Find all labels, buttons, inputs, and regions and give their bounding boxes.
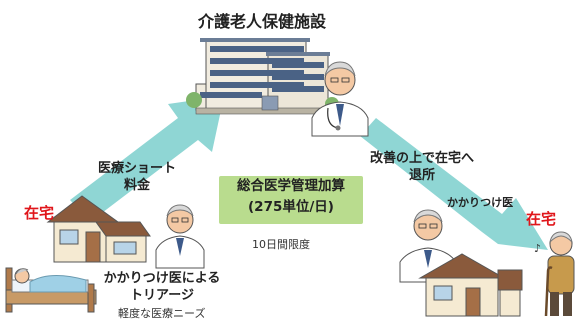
discharge-label-line-1: 改善の上で在宅へ (369, 151, 474, 166)
right-house-icon (418, 253, 523, 317)
short-stay-label-line-2: 料金 (123, 178, 150, 193)
limit-note: 10日間限度 (252, 238, 310, 251)
facility-building-icon (186, 38, 339, 115)
gp-triage-line-2: トリアージ (130, 288, 194, 303)
short-stay-label: 医療ショート 料金 (92, 160, 182, 194)
arrow-up-to-facility (70, 96, 224, 222)
left-gp-doctor-icon (155, 204, 205, 269)
fee-box: 総合医学管理加算 (275単位/日) (219, 176, 363, 224)
bedridden-patient-icon (5, 267, 97, 313)
fee-box-line-1: 総合医学管理加算 (237, 178, 345, 194)
mild-medical-needs-label: 軽度な医療ニーズ (118, 307, 206, 320)
gp-right-label: かかりつけ医 (447, 196, 514, 209)
arrow-down-to-home (360, 118, 548, 250)
gp-triage-label: かかりつけ医による トリアージ (98, 270, 226, 304)
gp-triage-line-1: かかりつけ医による (103, 271, 221, 286)
short-stay-label-line-1: 医療ショート (97, 161, 176, 176)
facility-doctor-icon (311, 61, 369, 137)
discharge-label: 改善の上で在宅へ 退所 (360, 150, 484, 184)
elderly-resident-icon: ♪ (534, 231, 575, 317)
svg-text:♪: ♪ (534, 242, 541, 255)
discharge-label-line-2: 退所 (408, 168, 435, 183)
fee-box-line-2: (275単位/日) (248, 199, 334, 215)
facility-title: 介護老人保健施設 (198, 12, 327, 31)
home-label-right: 在宅 (526, 210, 557, 228)
home-label-left: 在宅 (24, 204, 55, 222)
left-house-icon (46, 195, 151, 263)
